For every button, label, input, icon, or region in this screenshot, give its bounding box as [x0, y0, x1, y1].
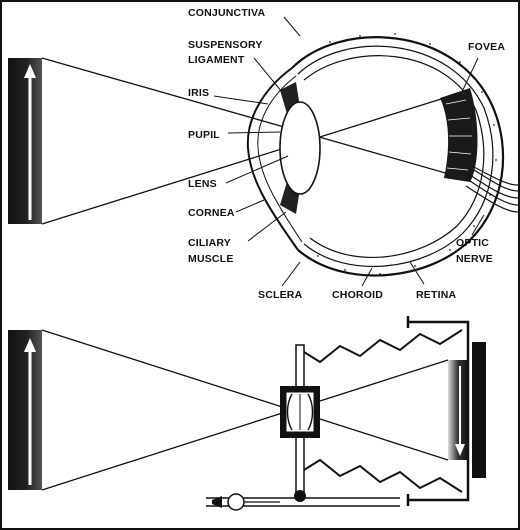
label-ciliary-muscle-line1: CILIARY [188, 237, 231, 249]
camera-diagram [8, 316, 486, 511]
camera-bellows [303, 329, 463, 493]
optic-nerve [465, 164, 519, 213]
fovea-hatch [445, 99, 472, 171]
eye-diagram: CONJUNCTIVA SUSPENSORY LIGAMENT IRIS PUP… [8, 7, 519, 301]
focus-rail [206, 490, 400, 511]
label-sclera: SCLERA [258, 289, 303, 301]
label-suspensory-ligament-line2: LIGAMENT [188, 54, 245, 66]
label-ciliary-muscle-line2: MUSCLE [188, 253, 234, 265]
eye-light-rays [41, 57, 471, 225]
sclera-outline [291, 36, 505, 277]
label-lens: LENS [188, 178, 217, 190]
camera-object-bar [8, 330, 42, 490]
label-optic-nerve-line2: NERVE [456, 253, 493, 265]
label-conjunctiva: CONJUNCTIVA [188, 7, 265, 19]
eye-object-bar [8, 58, 42, 224]
camera-lens-assembly [280, 386, 320, 438]
lens-shape [279, 101, 321, 195]
label-suspensory-ligament-line1: SUSPENSORY [188, 39, 263, 51]
choroid-outline [297, 45, 494, 268]
eye-leader-lines [213, 16, 485, 287]
fovea-dark-band [440, 88, 478, 182]
cornea-outline [246, 67, 299, 251]
label-cornea: CORNEA [188, 207, 235, 219]
label-optic-nerve-line1: OPTIC [456, 237, 489, 249]
retina-outline [303, 55, 485, 259]
label-choroid: CHOROID [332, 289, 383, 301]
label-iris: IRIS [188, 87, 209, 99]
label-pupil: PUPIL [188, 129, 220, 141]
camera-light-rays [41, 329, 449, 491]
camera-film-image [448, 360, 468, 460]
label-retina: RETINA [416, 289, 457, 301]
label-fovea: FOVEA [468, 41, 505, 53]
cornea-inner [257, 75, 303, 243]
camera-back-plate [472, 342, 486, 478]
sclera-stipple [317, 33, 497, 275]
